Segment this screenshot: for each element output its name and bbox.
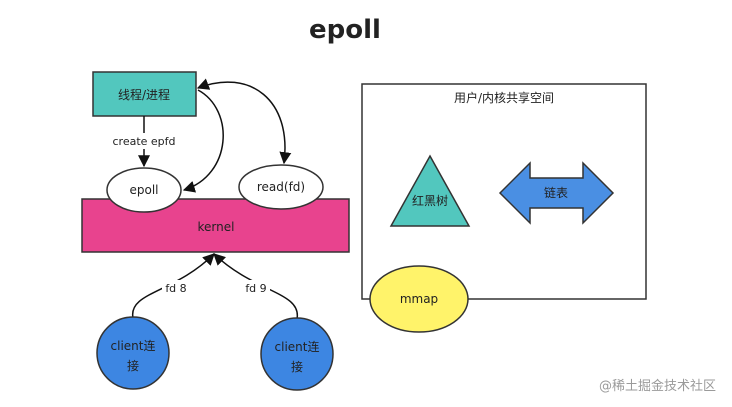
read-fd-node [238, 164, 324, 210]
client2-label-line1: client连 [275, 339, 320, 354]
thread-process-label: 线程/进程 [118, 87, 170, 102]
fd8-label: fd 8 [165, 282, 186, 295]
create-epfd-label-bg [104, 133, 184, 149]
red-black-tree-node [389, 154, 471, 227]
epoll-label: epoll [129, 183, 158, 197]
fd9-label: fd 9 [245, 282, 266, 295]
epoll-node [106, 167, 182, 213]
fd9-label-bg [240, 280, 270, 295]
mmap-label: mmap [400, 292, 438, 306]
linked-list-node [498, 161, 615, 225]
kernel-label: kernel [198, 220, 235, 234]
create-epfd-label: create epfd [112, 135, 175, 148]
thread-read-arrow [196, 78, 292, 165]
diagram-title: epoll [309, 15, 381, 45]
fd8-label-bg [162, 280, 192, 295]
read-fd-label: read(fd) [257, 180, 305, 194]
client2-label-line2: 接 [291, 359, 303, 374]
linked-list-label: 链表 [544, 185, 568, 200]
mmap-node [369, 265, 469, 333]
thread-process-box [92, 71, 197, 117]
client-connection-2 [260, 317, 334, 391]
shared-space-label: 用户/内核共享空间 [454, 90, 554, 105]
kernel-box [81, 198, 350, 253]
watermark: @稀土掘金技术社区 [599, 378, 716, 394]
client1-label-line1: client连 [111, 338, 156, 353]
client-connection-1 [96, 316, 170, 390]
red-black-tree-label: 红黑树 [412, 193, 448, 208]
client1-label-line2: 接 [127, 358, 139, 373]
client2-to-kernel-arrow [213, 253, 298, 320]
client1-to-kernel-arrow [132, 253, 215, 319]
